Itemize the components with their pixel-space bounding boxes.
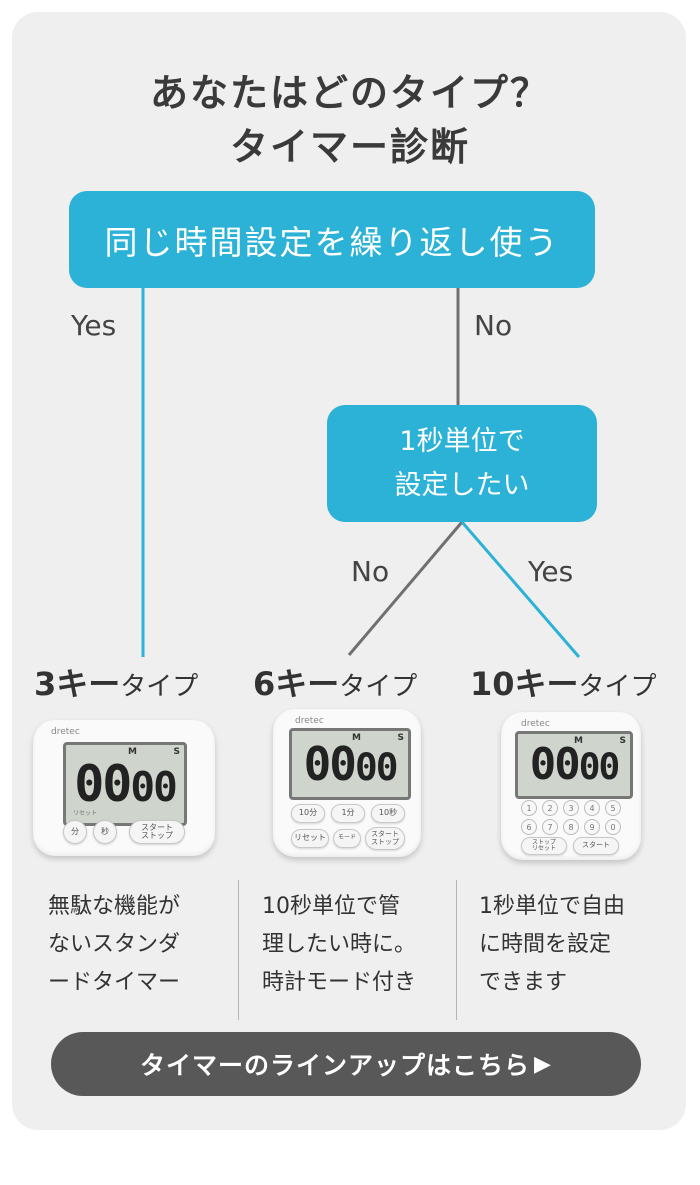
timer-3key-sec-button: 秒 [93, 820, 117, 844]
timer-10key-key: 4 [584, 800, 600, 816]
timer-lineup-button[interactable]: タイマーのラインアップはこちら▶ [51, 1032, 641, 1096]
timer-10key-key: 9 [584, 819, 600, 835]
timer-3key-reset-note: リセット [73, 810, 98, 817]
timer-3key-digits: 0000 [74, 759, 178, 811]
timer-lineup-button-label: タイマーのラインアップはこちら [140, 1051, 531, 1080]
timer-3key-minutes: 00 [74, 755, 132, 813]
desc-3key-line: 無駄な機能が [48, 894, 181, 919]
timer-10key-brand: dretec [521, 719, 550, 729]
timer-3key-display: 0000 M S [63, 742, 187, 826]
yes-label-q2: Yes [528, 555, 574, 588]
q2-yes-line [460, 521, 581, 658]
timer-6key-10min-button: 10分 [291, 804, 325, 823]
desc-10key-line: 1秒単位で自由 [479, 894, 625, 919]
timer-10key-key: 3 [563, 800, 579, 816]
timer-6key-display: 0000 M S [289, 728, 411, 800]
question-repeat-setting: 同じ時間設定を繰り返し使う [69, 191, 595, 288]
timer-6key-start-stop-button: スタート ストップ [365, 827, 405, 850]
type-label-6key-strong: 6キー [253, 665, 340, 703]
question-second-unit: 1秒単位で 設定したい [327, 405, 597, 522]
flowchart-connectors [141, 288, 581, 658]
timer-6key-brand: dretec [295, 716, 324, 726]
type-label-3key-strong: 3キー [34, 665, 121, 703]
desc-10key: 1秒単位で自由 に時間を設定 できます [479, 888, 625, 1002]
no-label-q2: No [351, 555, 390, 588]
timer-3key-start-stop-button: スタート ストップ [129, 820, 185, 844]
timer-10key-key: 1 [521, 800, 537, 816]
timer-3key-m: M [128, 747, 137, 757]
timer-10key-m: M [574, 736, 583, 746]
timer-10key-image: dretec 0000 M S 1 2 3 4 5 6 7 8 9 0 ストップ… [501, 712, 641, 860]
desc-6key: 10秒単位で管 理したい時に。 時計モード付き [262, 888, 416, 1002]
desc-6key-line: 10秒単位で管 [262, 894, 400, 919]
question-second-unit-line2: 設定したい [394, 469, 530, 501]
desc-10key-line: に時間を設定 [479, 932, 612, 957]
desc-3key-line: ードタイマー [48, 970, 181, 995]
timer-6key-s: S [397, 733, 404, 743]
desc-6key-line: 時計モード付き [262, 970, 417, 995]
timer-10key-minutes: 00 [529, 739, 581, 790]
timer-3key-s: S [173, 747, 180, 757]
timer-10key-key: 6 [521, 819, 537, 835]
timer-6key-10sec-button: 10秒 [371, 804, 405, 823]
desc-6key-line: 理したい時に。 [262, 932, 417, 957]
divider-left [238, 880, 239, 1020]
divider-right [456, 880, 457, 1020]
type-label-3key: 3キータイプ [34, 668, 198, 700]
question-repeat-setting-text: 同じ時間設定を繰り返し使う [104, 222, 560, 262]
timer-10key-start-button: スタート [573, 837, 619, 855]
timer-6key-mode-button: モード [333, 829, 361, 848]
question-second-unit-line1: 1秒単位で [399, 425, 525, 457]
desc-10key-line: できます [479, 970, 568, 995]
timer-10key-key: 5 [605, 800, 621, 816]
yes-label-q1: Yes [71, 309, 117, 342]
timer-6key-image: dretec 0000 M S 10分 1分 10秒 リセット モード スタート… [273, 709, 421, 857]
timer-10key-key: 7 [542, 819, 558, 835]
type-label-10key-suffix: タイプ [578, 672, 657, 702]
desc-3key-line: ないスタンダ [48, 932, 181, 957]
timer-10key-seconds: 00 [578, 746, 620, 788]
timer-10key-key: 0 [605, 819, 621, 835]
timer-3key-brand: dretec [51, 727, 80, 737]
type-label-6key: 6キータイプ [253, 668, 417, 700]
timer-10key-key: 8 [563, 819, 579, 835]
timer-3key-image: dretec 0000 M S リセット 分 秒 スタート ストップ [33, 720, 215, 856]
type-label-10key: 10キータイプ [470, 668, 657, 700]
type-label-3key-suffix: タイプ [120, 672, 199, 702]
timer-3key-min-button: 分 [63, 820, 87, 844]
timer-6key-seconds: 00 [354, 745, 398, 789]
page-title: あなたはどのタイプ？ [149, 71, 550, 115]
timer-6key-reset-button: リセット [291, 829, 329, 848]
timer-6key-minutes: 00 [303, 737, 357, 791]
timer-10key-digits: 0000 [530, 743, 620, 788]
timer-10key-stop-reset-button: ストップ リセット [521, 837, 567, 855]
timer-10key-keypad: 1 2 3 4 5 6 7 8 9 0 [521, 800, 621, 835]
play-arrow-icon: ▶ [534, 1051, 552, 1077]
timer-10key-display: 0000 M S [515, 731, 633, 799]
timer-3key-seconds: 00 [130, 763, 177, 811]
no-label-q1: No [474, 309, 513, 342]
q2-no-line [347, 521, 464, 656]
timer-10key-s: S [619, 736, 626, 746]
type-label-10key-strong: 10キー [470, 665, 579, 703]
desc-3key: 無駄な機能が ないスタンダ ードタイマー [48, 888, 180, 1002]
timer-6key-1min-button: 1分 [331, 804, 365, 823]
page-subtitle: タイマー診断 [229, 125, 470, 169]
timer-10key-key: 2 [542, 800, 558, 816]
type-label-6key-suffix: タイプ [339, 672, 418, 702]
timer-6key-digits: 0000 [304, 741, 399, 789]
timer-6key-m: M [352, 733, 361, 743]
